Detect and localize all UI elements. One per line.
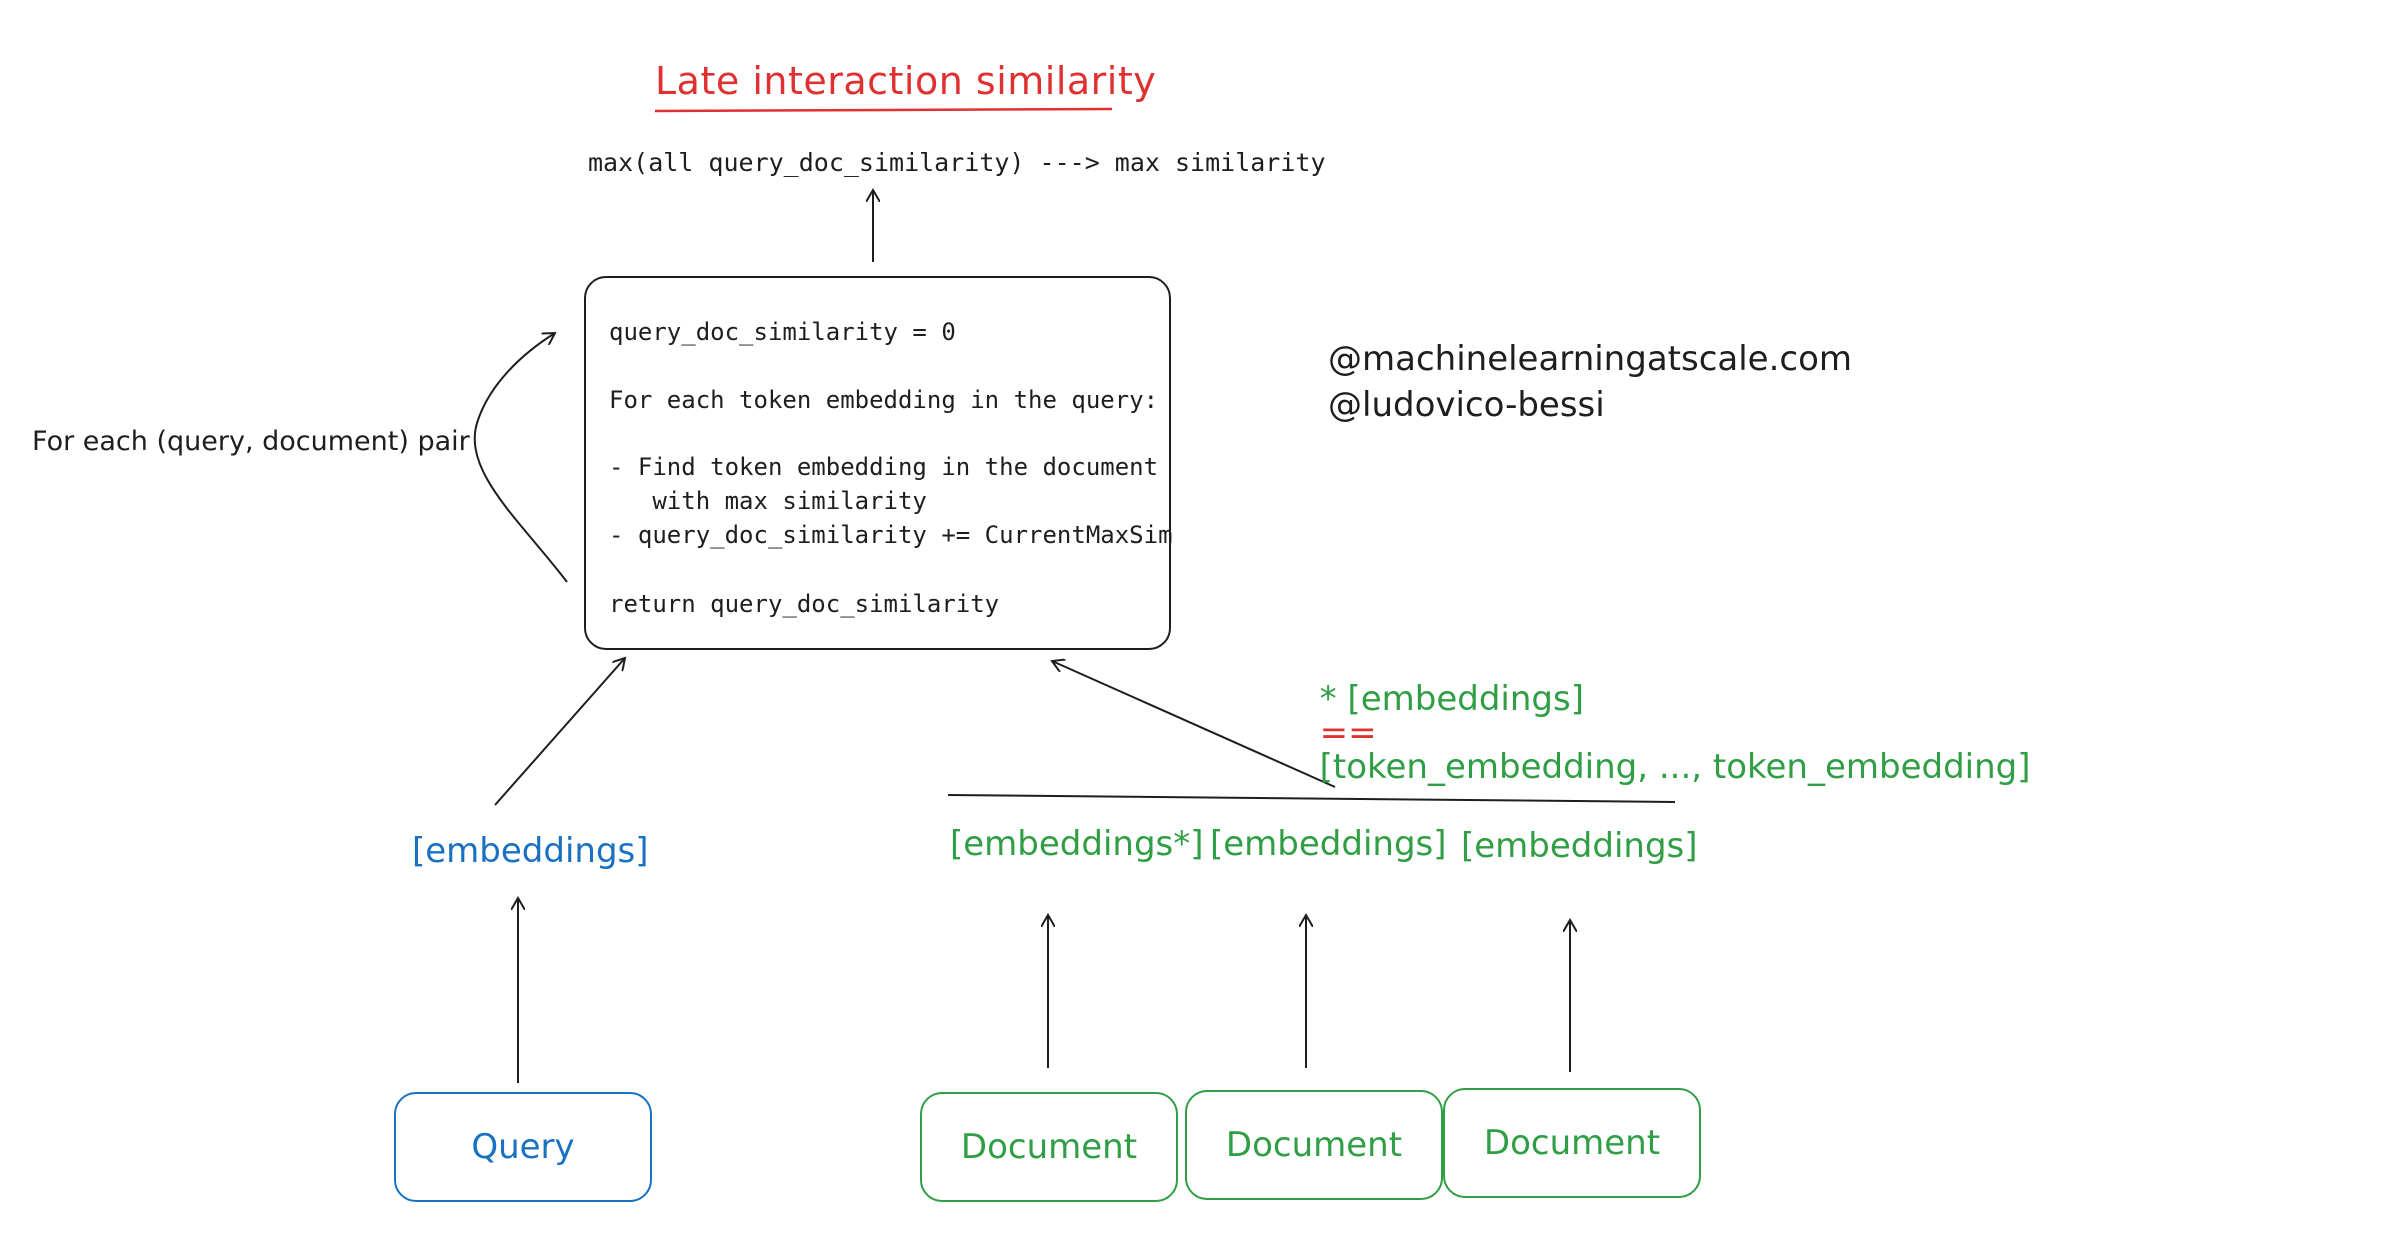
algorithm-line-loop: For each token embedding in the query:: [609, 386, 1159, 414]
document-node-1: Document: [920, 1092, 1178, 1202]
document-node-2-label: Document: [1225, 1125, 1403, 1165]
algorithm-line-max: with max similarity: [609, 487, 927, 515]
document-node-3: Document: [1443, 1088, 1701, 1198]
algorithm-box: [584, 276, 1171, 650]
footnote-suffix: [token_embedding, ..., token_embedding]: [1319, 747, 2031, 787]
doc-embeddings-label-2: [embeddings]: [1210, 824, 1447, 864]
arrow-query-embeddings-to-box: [494, 658, 625, 806]
document-node-1-label: Document: [960, 1127, 1138, 1167]
algorithm-line-return: return query_doc_similarity: [609, 590, 1000, 618]
max-similarity-formula: max(all query_doc_similarity) ---> max s…: [588, 148, 1326, 177]
loop-curved-arrow: [473, 333, 568, 583]
footnote-prefix: * [embeddings]: [1319, 679, 1584, 719]
query-node: Query: [394, 1092, 652, 1202]
diagram-title: Late interaction similarity: [655, 59, 1157, 103]
algorithm-line-find: - Find token embedding in the document: [609, 453, 1159, 481]
doc-embeddings-label-1: [embeddings*]: [950, 824, 1204, 864]
doc-embeddings-group-line: [947, 794, 1676, 803]
doc-embeddings-label-3: [embeddings]: [1461, 826, 1698, 866]
document-node-2: Document: [1185, 1090, 1443, 1200]
document-node-3-label: Document: [1483, 1123, 1661, 1163]
credit-handle: @ludovico-bessi: [1328, 385, 1605, 425]
title-underline: [654, 107, 1113, 113]
algorithm-line-accumulate: - query_doc_similarity += CurrentMaxSim: [609, 521, 1173, 549]
credit-website: @machinelearningatscale.com: [1328, 339, 1853, 379]
query-embeddings-label: [embeddings]: [412, 831, 649, 871]
footnote-operator: ==: [1319, 713, 1377, 753]
query-node-label: Query: [471, 1127, 575, 1167]
arrow-doc-embeddings-to-box: [1052, 661, 1336, 788]
loop-label: For each (query, document) pair: [32, 426, 470, 457]
embeddings-footnote: * [embeddings] == [token_embedding, ...,…: [1298, 648, 2031, 784]
algorithm-line-init: query_doc_similarity = 0: [609, 318, 956, 346]
